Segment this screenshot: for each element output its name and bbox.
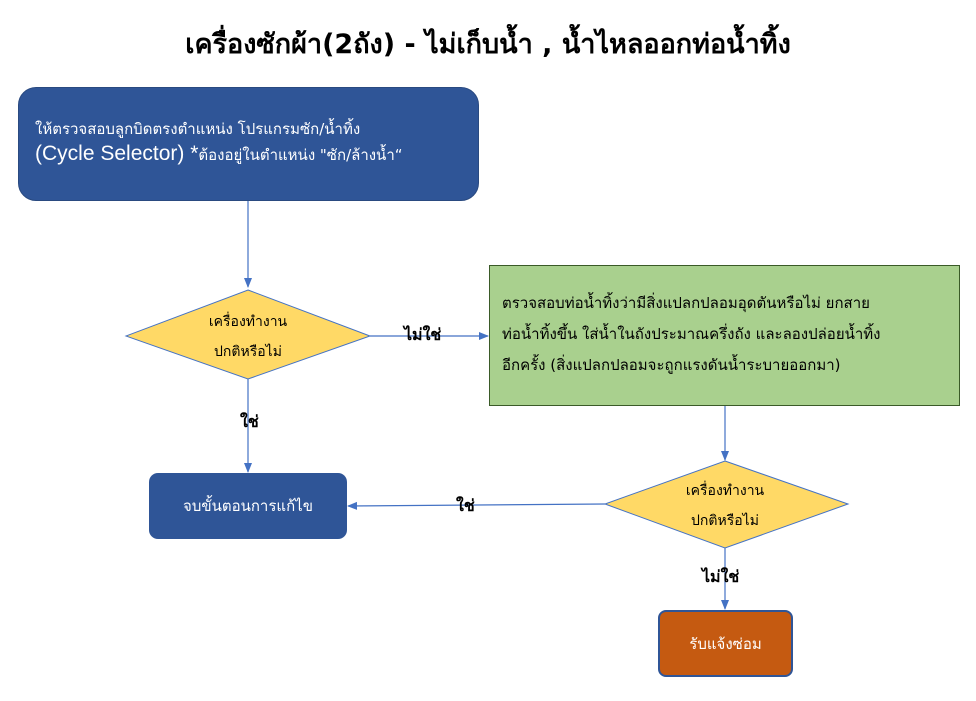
check-drain-line2: ท่อน้ำทิ้งขึ้น ใส่น้ำในถังประมาณครึ่งถัง… [502,325,881,343]
decision2-label: เครื่องทำงาน ปกติหรือไม่ [653,476,797,536]
edge-label-d2-yes: ใช่ [456,496,475,515]
end-step-box: จบขั้นตอนการแก้ไข [149,473,347,539]
decision1-diamond [124,289,372,380]
decision2-label-line2: ปกติหรือไม่ [691,513,759,529]
check-drain-line3: อีกครั้ง (สิ่งแปลกปลอมจะถูกแรงดันน้ำระบา… [502,356,841,374]
check-drain-box: ตรวจสอบท่อน้ำทิ้งว่ามีสิ่งแปลกปลอมอุดตัน… [489,265,960,406]
start-step-box: ให้ตรวจสอบลูกบิดตรงตำแหน่ง โปรแกรมซัก/น้… [18,87,479,201]
check-drain-line1: ตรวจสอบท่อน้ำทิ้งว่ามีสิ่งแปลกปลอมอุดตัน… [502,294,870,312]
start-step-line1: ให้ตรวจสอบลูกบิดตรงตำแหน่ง โปรแกรมซัก/น้… [35,120,361,138]
decision2-label-line1: เครื่องทำงาน [685,483,765,499]
decision1-label: เครื่องทำงาน ปกติหรือไม่ [176,307,320,367]
edge-label-d1-yes: ใช่ [240,412,259,431]
decision1-label-line2: ปกติหรือไม่ [214,344,282,360]
decision2-diamond [603,460,850,549]
edge-label-d2-no: ไม่ใช่ [702,567,740,586]
repair-step-box: รับแจ้งซ่อม [658,610,793,677]
edge-label-d1-no: ไม่ใช่ [404,325,442,344]
connector-decision2-to-end [347,501,606,510]
page-title: เครื่องซักผ้า(2ถัง) - ไม่เก็บน้ำ , น้ำไห… [185,29,791,60]
decision1-label-line1: เครื่องทำงาน [208,314,288,330]
start-step-line2: (Cycle Selector) *ต้องอยู่ในตำแหน่ง "ซัก… [35,140,464,169]
cycle-selector-code: (Cycle Selector) * [35,142,199,165]
start-step-line2-text: ต้องอยู่ในตำแหน่ง "ซัก/ล้างน้ำ“ [198,146,403,164]
